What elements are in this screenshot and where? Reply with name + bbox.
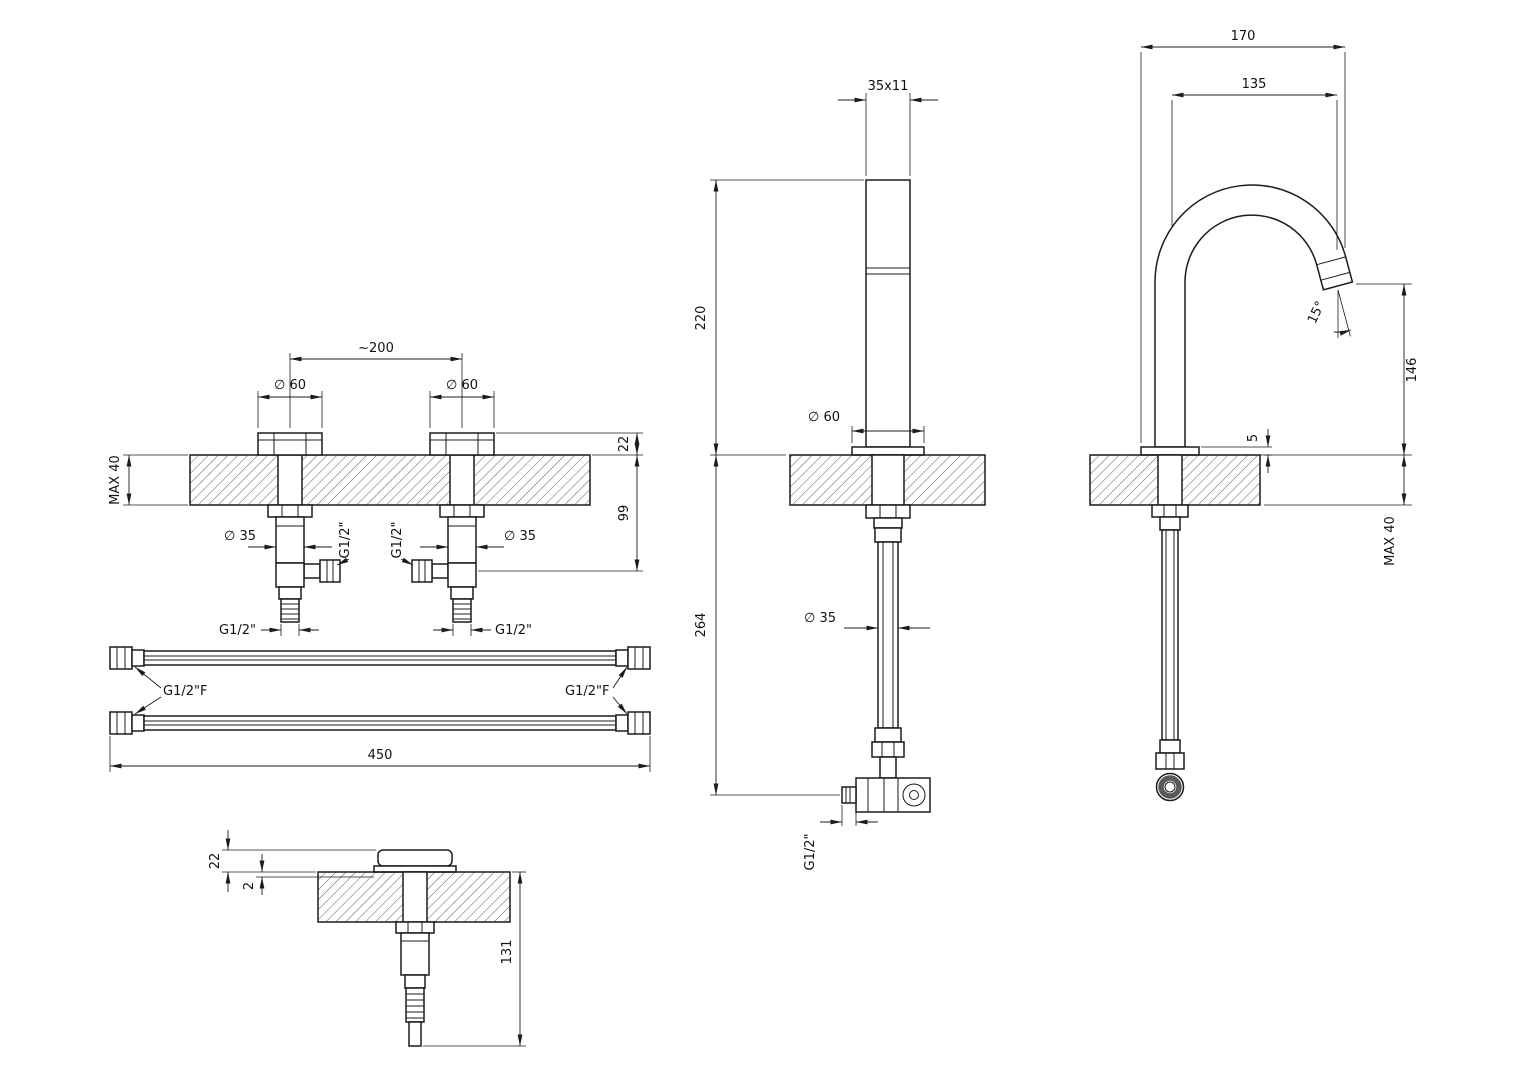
- dim-outlet-depth: 99: [617, 505, 632, 522]
- dim-hose-length: 450: [368, 748, 393, 763]
- dim-max-thickness-side: MAX 40: [1383, 516, 1398, 566]
- view-valve-side: 22 2 131: [208, 830, 526, 1047]
- dim-height-above-deck: 220: [694, 306, 709, 331]
- right-valve: [411, 432, 495, 623]
- dim-body-length: 131: [500, 940, 515, 965]
- left-valve: [257, 432, 341, 623]
- spout-column: [851, 179, 925, 456]
- dim-spout-reach: 135: [1242, 77, 1267, 92]
- view-spout-side: 170 135 15° 5 146 MAX 40: [1089, 29, 1420, 802]
- dim-top-section: 35x11: [868, 79, 909, 94]
- dim-body-dia-right: ∅ 35: [504, 529, 536, 544]
- hose-lower: [109, 711, 651, 735]
- label-hose-thread-left: G1/2"F: [163, 684, 207, 699]
- spout-underdeck: [865, 504, 911, 779]
- dim-handle-height: 22: [617, 436, 632, 453]
- dim-side-handle-height: 22: [208, 853, 223, 870]
- dim-handle-dia-left: ∅ 60: [274, 378, 306, 393]
- hose-upper: [109, 646, 651, 670]
- dim-body-dia-left: ∅ 35: [224, 529, 256, 544]
- label-outlet-thread-left: G1/2": [338, 522, 353, 559]
- dim-flange-height: 5: [1246, 434, 1261, 442]
- dim-flange-dia: ∅ 60: [808, 410, 840, 425]
- view-spout-front: 35x11 220 264 ∅ 60 ∅ 35 G1/2": [694, 79, 986, 871]
- supply-valve-fitting: [841, 777, 931, 813]
- dim-shank-dia: ∅ 35: [804, 611, 836, 626]
- label-outlet-thread-right: G1/2": [390, 522, 405, 559]
- deck-surface: [189, 454, 591, 506]
- label-bottom-thread-left: G1/2": [219, 623, 256, 638]
- view-valves-front: ~200 ∅ 60 ∅ 60 MAX 40 ∅ 35 ∅ 35 G1/2" G1…: [108, 341, 643, 638]
- label-hose-thread-right: G1/2"F: [565, 684, 609, 699]
- dim-valve-spacing: ~200: [358, 341, 394, 356]
- label-bottom-thread-right: G1/2": [495, 623, 532, 638]
- view-hoses: G1/2"F G1/2"F 450: [109, 646, 651, 772]
- dim-outlet-height: 146: [1405, 358, 1420, 383]
- dim-length-below-deck: 264: [694, 613, 709, 638]
- dim-overall-reach: 170: [1231, 29, 1256, 44]
- label-inlet-thread: G1/2": [803, 834, 818, 871]
- dim-flange-gap: 2: [242, 882, 257, 890]
- dim-handle-dia-right: ∅ 60: [446, 378, 478, 393]
- spout-side-underdeck: [1151, 504, 1189, 802]
- dim-outlet-angle: 15°: [1305, 299, 1328, 326]
- dim-max-thickness: MAX 40: [108, 455, 123, 505]
